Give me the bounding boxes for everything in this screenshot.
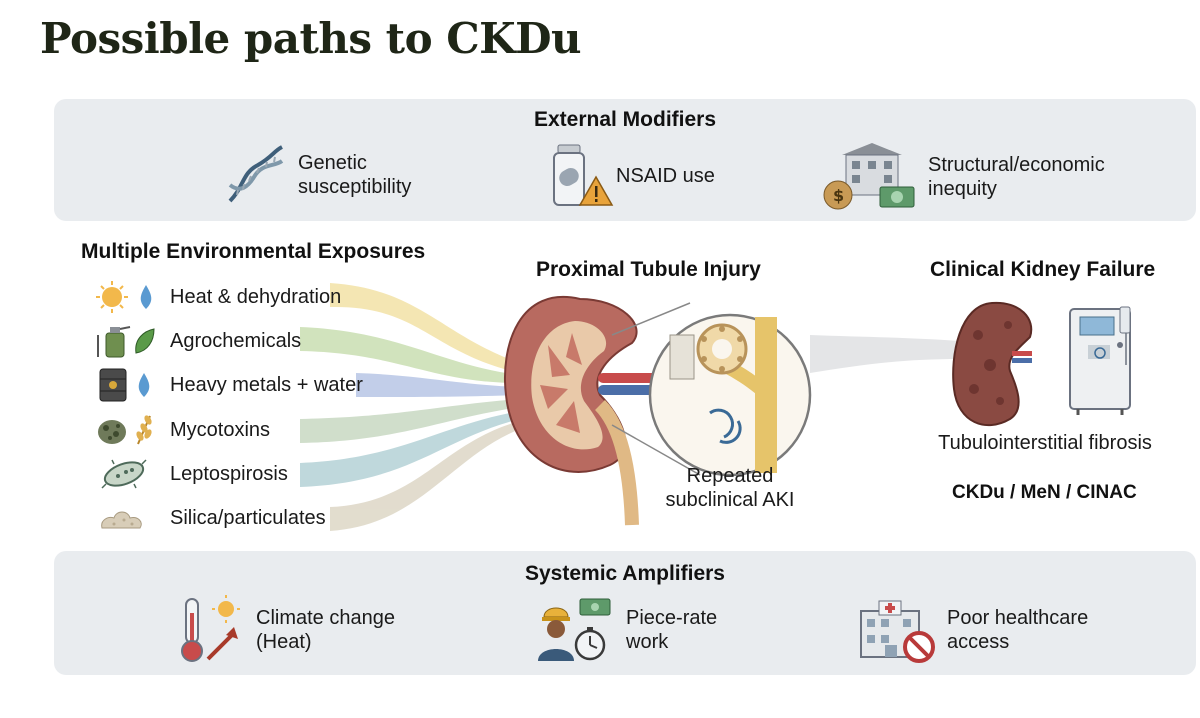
sun-water-icon (94, 279, 158, 315)
page-title: Possible paths to CKDu (40, 14, 582, 63)
pill-bottle-warning-icon (550, 141, 616, 211)
exposure-leptospirosis: Leptospirosis (94, 454, 288, 494)
worker-money-clock-icon (534, 595, 614, 665)
amplifier-climate-label: Climate change (Heat) (256, 607, 395, 653)
exposure-mycotoxins-label: Mycotoxins (170, 418, 271, 441)
exposure-leptospirosis-label: Leptospirosis (170, 462, 288, 485)
fibrotic-kidney-illustration (952, 301, 1033, 427)
systemic-amplifiers-heading: Systemic Amplifiers (525, 562, 725, 585)
exposure-silica: Silica/particulates (94, 498, 326, 538)
stream-myco (300, 399, 520, 443)
sprayer-leaf-icon (94, 323, 158, 359)
dna-icon (224, 143, 288, 207)
barrel-water-icon (94, 367, 158, 403)
exposure-silica-label: Silica/particulates (170, 506, 326, 529)
amplifier-piece-rate: Piece-rate work (534, 595, 717, 665)
exposure-mycotoxins: Mycotoxins (94, 410, 270, 450)
modifier-nsaid: NSAID use (550, 141, 715, 211)
hospital-no-icon (857, 595, 937, 665)
building-money-icon: $ (822, 143, 922, 211)
failure-caption: Tubulointerstitial fibrosis (938, 432, 1152, 454)
amplifier-piece-rate-label: Piece-rate work (626, 607, 718, 653)
exposure-streams (300, 283, 520, 531)
stream-agro (300, 327, 520, 383)
modifier-inequity: $ Structural/economic inequity (822, 143, 1105, 211)
exposure-heavy-metals: Heavy metals + water (94, 365, 363, 405)
stream-lepto (300, 411, 520, 487)
failure-names: CKDu / MeN / CINAC (952, 482, 1137, 503)
external-modifiers-heading: External Modifiers (533, 108, 717, 131)
stream-silica (330, 421, 520, 531)
exposure-heat: Heat & dehydration (94, 277, 341, 317)
mold-grain-icon (94, 412, 158, 448)
dialysis-machine-icon (1069, 306, 1131, 415)
exposure-agrochemicals-label: Agrochemicals (170, 329, 302, 352)
exposure-heat-label: Heat & dehydration (170, 285, 342, 308)
bacteria-icon (94, 456, 158, 492)
exposures-heading: Multiple Environmental Exposures (81, 240, 426, 263)
modifier-inequity-label: Structural/economic inequity (928, 154, 1105, 200)
injury-heading: Proximal Tubule Injury (536, 258, 761, 281)
failure-heading: Clinical Kidney Failure (930, 258, 1156, 281)
modifier-genetic-label: Genetic susceptibility (298, 152, 412, 198)
kidney-illustration (504, 296, 662, 526)
exposure-agrochemicals: Agrochemicals (94, 321, 301, 361)
amplifier-healthcare-label: Poor healthcare access (947, 607, 1089, 653)
svg-text:$: $ (833, 186, 844, 205)
injury-caption: Repeated subclinical AKI (665, 465, 795, 511)
tubule-zoom (648, 313, 812, 477)
systemic-amplifiers-panel: Systemic Amplifiers Climate change (Heat… (54, 551, 1196, 675)
amplifier-healthcare: Poor healthcare access (857, 595, 1088, 665)
modifier-genetic: Genetic susceptibility (224, 143, 411, 207)
dust-icon (94, 500, 158, 536)
pathway-diagram (300, 283, 1131, 531)
amplifier-climate: Climate change (Heat) (176, 595, 395, 665)
stream-heat (330, 283, 520, 373)
thermometer-sun-icon (176, 595, 244, 665)
stream-metals (356, 373, 520, 397)
modifier-nsaid-label: NSAID use (616, 165, 715, 187)
external-modifiers-panel: External Modifiers Genetic susceptibilit… (54, 99, 1196, 221)
exposure-heavy-metals-label: Heavy metals + water (170, 373, 363, 396)
